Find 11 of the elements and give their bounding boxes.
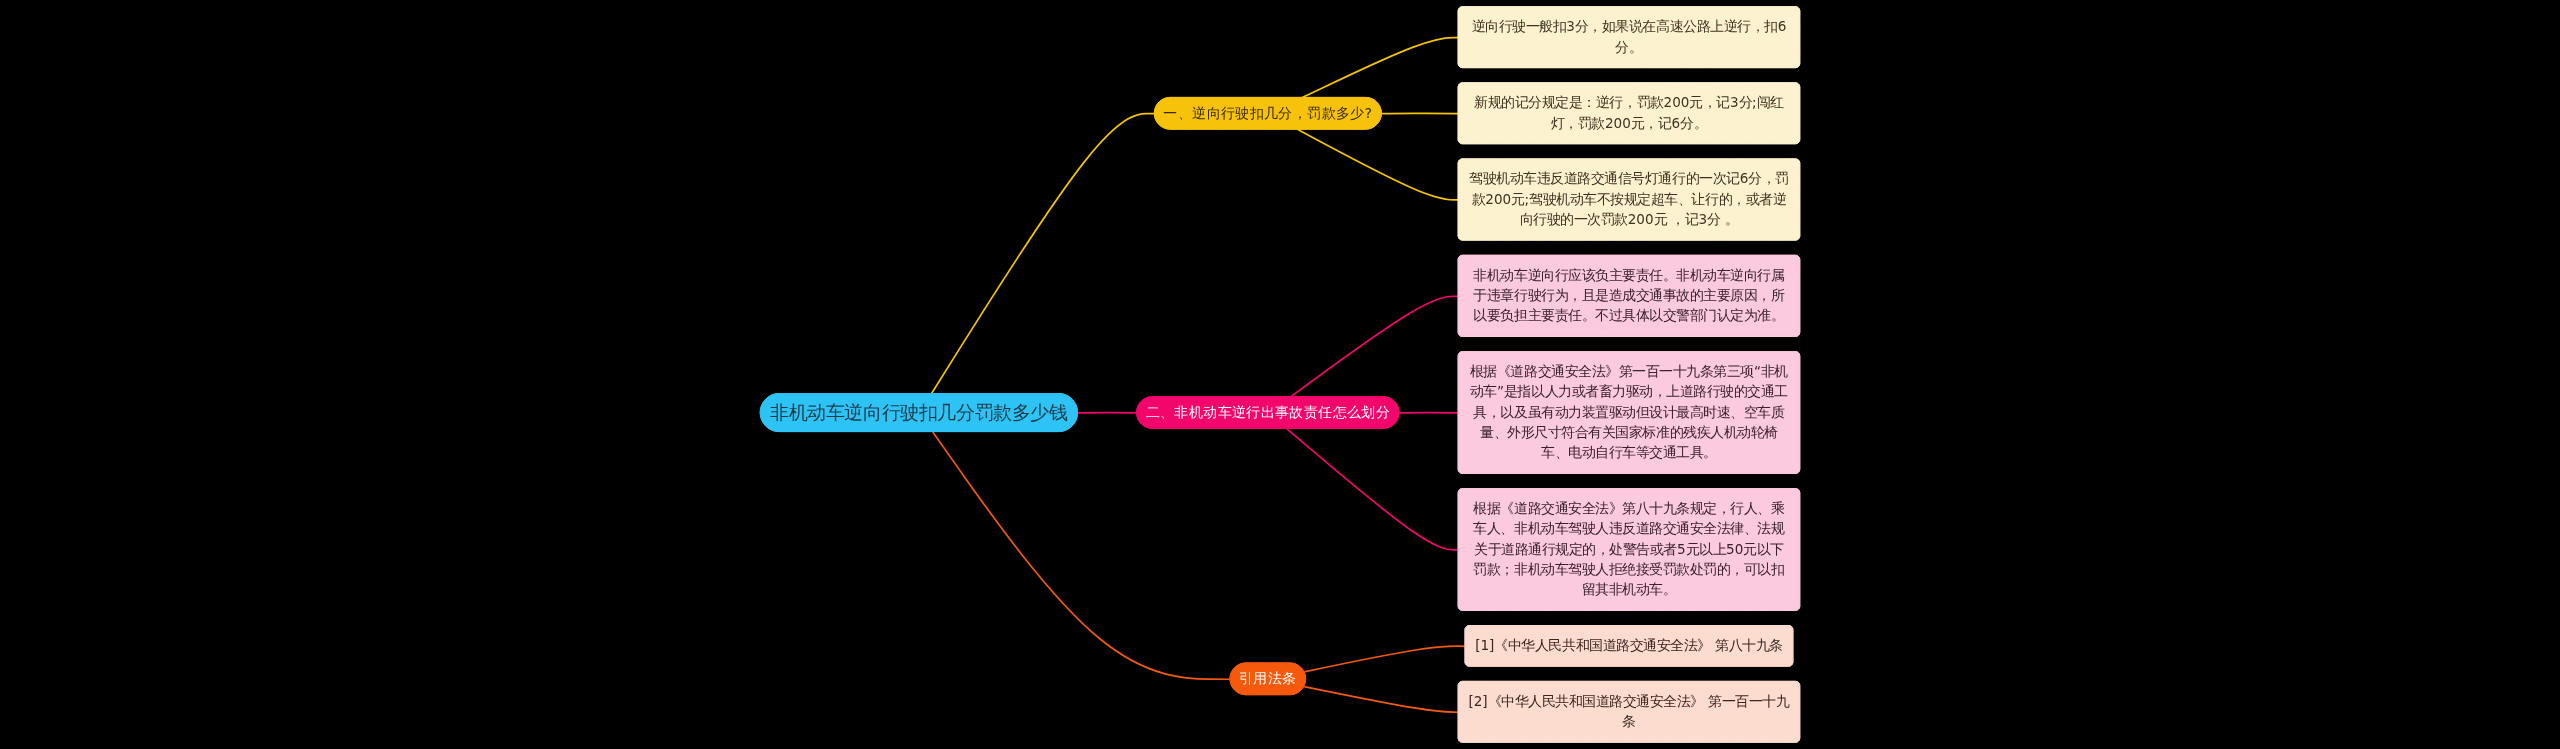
connector <box>1300 36 1460 99</box>
connector <box>1077 411 1138 414</box>
connector <box>1303 645 1467 673</box>
connector <box>1398 411 1460 414</box>
connector <box>1286 427 1460 551</box>
connector <box>931 431 1232 681</box>
connector <box>1289 295 1460 398</box>
connector <box>1303 685 1460 714</box>
connector <box>1296 128 1460 201</box>
connector <box>930 112 1156 395</box>
connector <box>1380 112 1460 115</box>
